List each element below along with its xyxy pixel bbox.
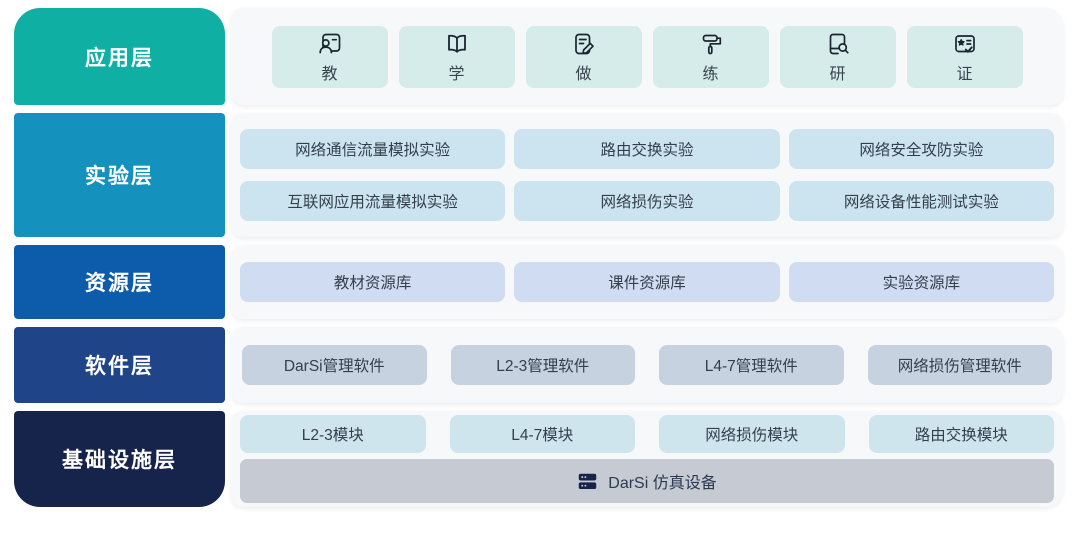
application-panel: 教 学 <box>231 8 1063 105</box>
experiment-item: 网络安全攻防实验 <box>788 129 1054 169</box>
book-search-icon <box>824 30 852 58</box>
software-item: 网络损伤管理软件 <box>867 345 1052 385</box>
app-item-certify: 证 <box>906 25 1023 88</box>
experiment-row-2: 互联网应用流量模拟实验 网络损伤实验 网络设备性能测试实验 <box>240 181 1054 221</box>
app-item-label: 学 <box>448 65 465 83</box>
certificate-icon <box>951 30 979 58</box>
infrastructure-panel: L2-3模块 L4-7模块 网络损伤模块 路由交换模块 DarSi 仿真设备 <box>231 411 1063 507</box>
module-item: L4-7模块 <box>449 415 635 453</box>
layer-row-infrastructure: 基础设施层 L2-3模块 L4-7模块 网络损伤模块 路由交换模块 DarSi … <box>14 411 1063 507</box>
resource-panel: 教材资源库 课件资源库 实验资源库 <box>231 245 1063 319</box>
layer-label-resource: 资源层 <box>14 245 225 319</box>
module-row: L2-3模块 L4-7模块 网络损伤模块 路由交换模块 <box>240 415 1054 453</box>
app-item-label: 证 <box>956 65 973 83</box>
app-item-research: 研 <box>779 25 896 88</box>
document-edit-icon <box>570 30 598 58</box>
layer-label-software: 软件层 <box>14 327 225 403</box>
open-book-icon <box>443 30 471 58</box>
experiment-panel: 网络通信流量模拟实验 路由交换实验 网络安全攻防实验 互联网应用流量模拟实验 网… <box>231 113 1063 237</box>
teacher-icon <box>316 30 344 58</box>
software-item: DarSi管理软件 <box>242 345 427 385</box>
layer-row-software: 软件层 DarSi管理软件 L2-3管理软件 L4-7管理软件 网络损伤管理软件 <box>14 327 1063 403</box>
darsi-device-bar: DarSi 仿真设备 <box>240 459 1054 503</box>
software-item: L2-3管理软件 <box>450 345 635 385</box>
app-item-do: 做 <box>525 25 642 88</box>
experiment-item: 互联网应用流量模拟实验 <box>240 181 506 221</box>
experiment-item: 网络通信流量模拟实验 <box>240 129 506 169</box>
module-item: 路由交换模块 <box>868 415 1054 453</box>
software-panel: DarSi管理软件 L2-3管理软件 L4-7管理软件 网络损伤管理软件 <box>231 327 1063 403</box>
module-item: L2-3模块 <box>240 415 426 453</box>
experiment-row-1: 网络通信流量模拟实验 路由交换实验 网络安全攻防实验 <box>240 129 1054 169</box>
software-item: L4-7管理软件 <box>659 345 844 385</box>
darsi-device-label: DarSi 仿真设备 <box>608 475 717 492</box>
app-item-teach: 教 <box>271 25 388 88</box>
app-item-practice: 练 <box>652 25 769 88</box>
layer-row-experiment: 实验层 网络通信流量模拟实验 路由交换实验 网络安全攻防实验 互联网应用流量模拟… <box>14 113 1063 237</box>
layer-row-application: 应用层 教 <box>14 8 1063 105</box>
app-item-label: 教 <box>321 65 338 83</box>
experiment-item: 路由交换实验 <box>514 129 780 169</box>
resource-item: 教材资源库 <box>240 262 506 302</box>
layer-label-application: 应用层 <box>14 8 225 105</box>
app-item-label: 做 <box>575 65 592 83</box>
experiment-item: 网络损伤实验 <box>514 181 780 221</box>
layer-row-resource: 资源层 教材资源库 课件资源库 实验资源库 <box>14 245 1063 319</box>
resource-item: 实验资源库 <box>788 262 1054 302</box>
app-item-label: 练 <box>702 65 719 83</box>
server-icon <box>577 471 598 492</box>
paint-roller-icon <box>697 30 725 58</box>
resource-item: 课件资源库 <box>514 262 780 302</box>
app-item-label: 研 <box>829 65 846 83</box>
layer-label-experiment: 实验层 <box>14 113 225 237</box>
experiment-item: 网络设备性能测试实验 <box>788 181 1054 221</box>
app-item-learn: 学 <box>398 25 515 88</box>
layer-label-infrastructure: 基础设施层 <box>14 411 225 507</box>
module-item: 网络损伤模块 <box>659 415 845 453</box>
